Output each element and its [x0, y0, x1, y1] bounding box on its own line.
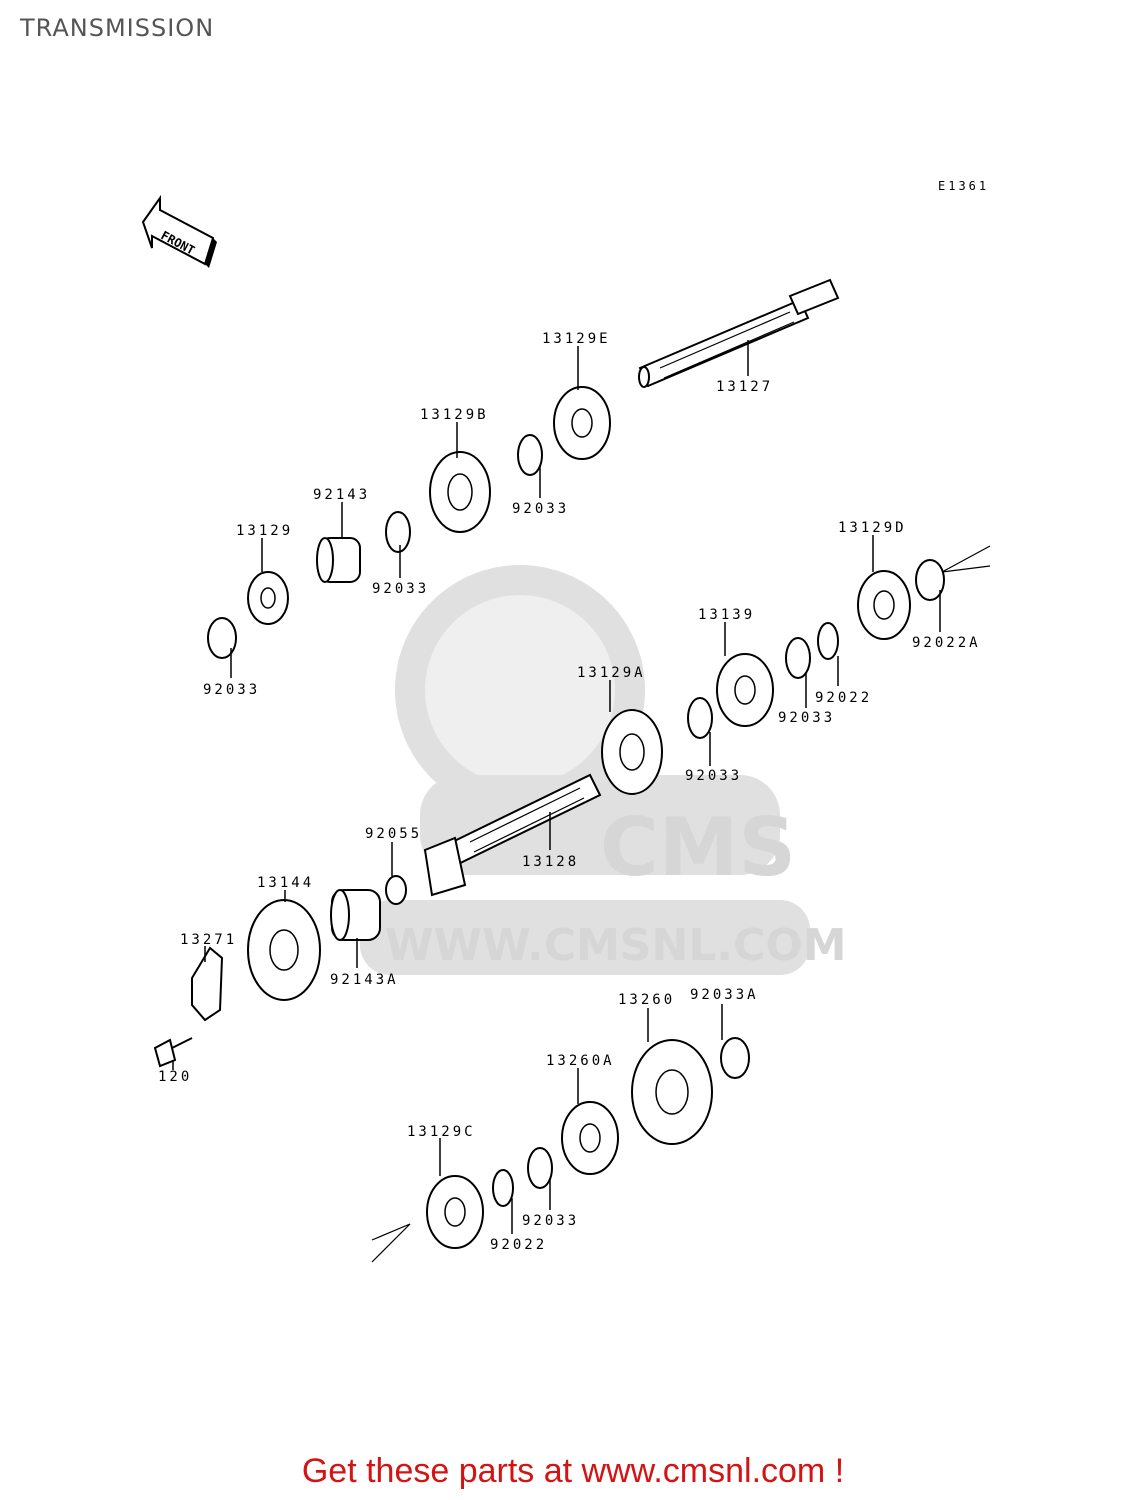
label-13260A: 13260A	[546, 1053, 615, 1069]
label-13129D: 13129D	[838, 520, 907, 536]
gear-13129D-icon	[857, 570, 911, 640]
axis-break-bottom-icon	[371, 1223, 411, 1263]
label-92033A: 92033A	[690, 987, 759, 1003]
label-92143: 92143	[313, 487, 370, 503]
gear-13129A-icon	[601, 709, 663, 795]
washer-92022-2-icon	[492, 1169, 514, 1207]
washer-92022A-icon	[915, 559, 945, 601]
watermark-brand: CMS	[600, 801, 796, 894]
gear-13260-icon	[631, 1039, 713, 1145]
circlip-92055-icon	[385, 875, 407, 905]
footer-link[interactable]: Get these parts at www.cmsnl.com !	[301, 1452, 845, 1490]
circlip-92033-3-icon	[207, 617, 237, 659]
label-120: 120	[158, 1069, 192, 1085]
diagram-code: E1361	[938, 179, 989, 193]
axis-break-top-icon	[941, 545, 991, 573]
bolt-120-icon	[153, 1037, 193, 1068]
cms-watermark: CMS WWW.CMSNL.COM	[360, 565, 847, 975]
label-13129: 13129	[236, 523, 293, 539]
label-92022-1: 92022	[815, 690, 872, 706]
label-92022A: 92022A	[912, 635, 981, 651]
bushing-92143-icon	[316, 537, 361, 583]
label-92033-3: 92033	[203, 682, 260, 698]
label-13129B: 13129B	[420, 407, 489, 423]
gear-13129-icon	[247, 571, 289, 625]
bushing-92143A-icon	[330, 889, 381, 941]
label-92033-2: 92033	[372, 581, 429, 597]
label-13128: 13128	[522, 854, 579, 870]
label-13127: 13127	[716, 379, 773, 395]
label-13129A: 13129A	[577, 665, 646, 681]
circlip-92033-5-icon	[687, 697, 713, 739]
label-92033-5: 92033	[685, 768, 742, 784]
circlip-92033-4-icon	[785, 637, 811, 679]
label-13139: 13139	[698, 607, 755, 623]
gear-13129B-icon	[429, 451, 491, 533]
circlip-92033-2-icon	[385, 511, 411, 553]
circlip-92033-6-icon	[527, 1147, 553, 1189]
watermark-url: WWW.CMSNL.COM	[385, 920, 847, 971]
page-title: TRANSMISSION	[20, 14, 215, 42]
label-13129C: 13129C	[407, 1124, 476, 1140]
main-shaft-13127	[638, 278, 840, 388]
label-92022-2: 92022	[490, 1237, 547, 1253]
gear-13260A-icon	[561, 1101, 619, 1175]
leader-lines	[172, 340, 941, 1234]
circlip-92033-1-icon	[517, 434, 543, 476]
label-13260: 13260	[618, 992, 675, 1008]
washer-92022-1-icon	[817, 622, 839, 660]
label-13144: 13144	[257, 875, 314, 891]
sprocket-13144-icon	[247, 899, 321, 1001]
label-92143A: 92143A	[330, 972, 399, 988]
gear-13129C-icon	[426, 1175, 484, 1249]
label-92033-1: 92033	[512, 501, 569, 517]
counter-shaft-13128	[423, 773, 602, 897]
label-92033-6: 92033	[522, 1213, 579, 1229]
gear-13129E-icon	[553, 386, 611, 460]
front-arrow-icon: FRONT	[141, 194, 217, 268]
label-92055: 92055	[365, 826, 422, 842]
gear-13139-icon	[716, 653, 774, 727]
label-92033-4: 92033	[778, 710, 835, 726]
label-13129E: 13129E	[542, 331, 611, 347]
circlip-92033A-icon	[720, 1037, 750, 1079]
plate-13271-icon	[191, 946, 224, 1022]
label-13271: 13271	[180, 932, 237, 948]
